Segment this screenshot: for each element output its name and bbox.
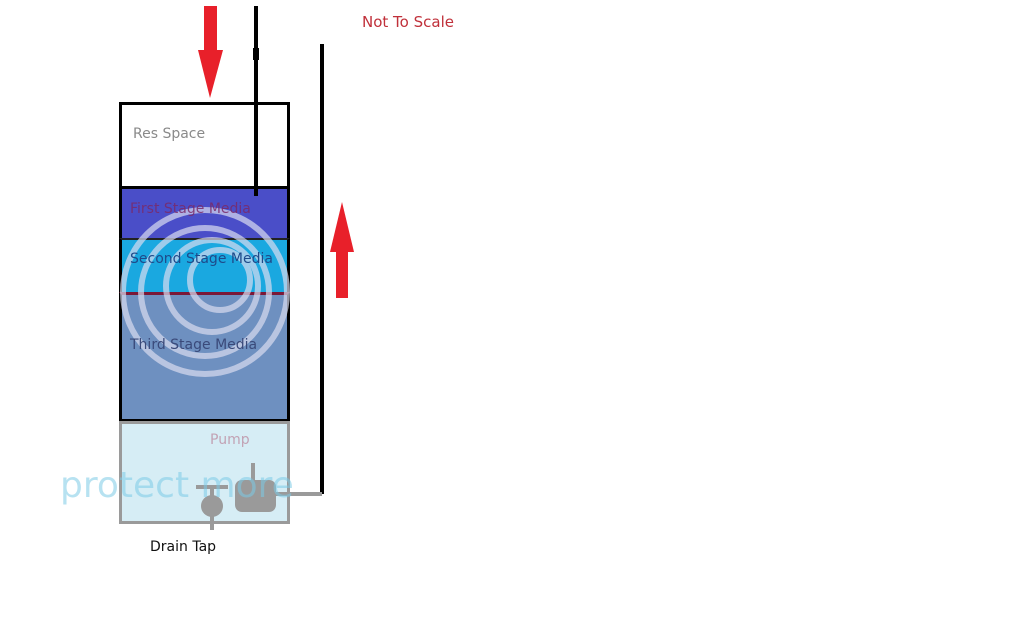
outflow-arrow-up-icon: [330, 202, 354, 298]
note-not-to-scale: Not To Scale: [362, 13, 454, 31]
drain-tap-label: Drain Tap: [150, 539, 217, 555]
watermark-text: protect more: [60, 465, 294, 506]
third-stage-media-label: Third Stage Media: [130, 337, 258, 353]
drain-tap-icon: [201, 495, 223, 517]
inlet-pipe-joint: [253, 48, 259, 60]
second-stage-media-label: Second Stage Media: [130, 251, 273, 267]
pump-label: Pump: [210, 432, 250, 448]
pump-icon: [235, 480, 276, 512]
res-space-layer: [119, 102, 290, 187]
res-space-label: Res Space: [133, 126, 206, 142]
inflow-arrow-down-icon: [198, 6, 223, 98]
watermark-rings-icon: [120, 207, 290, 377]
first-stage-media-label: First Stage Media: [130, 201, 251, 217]
